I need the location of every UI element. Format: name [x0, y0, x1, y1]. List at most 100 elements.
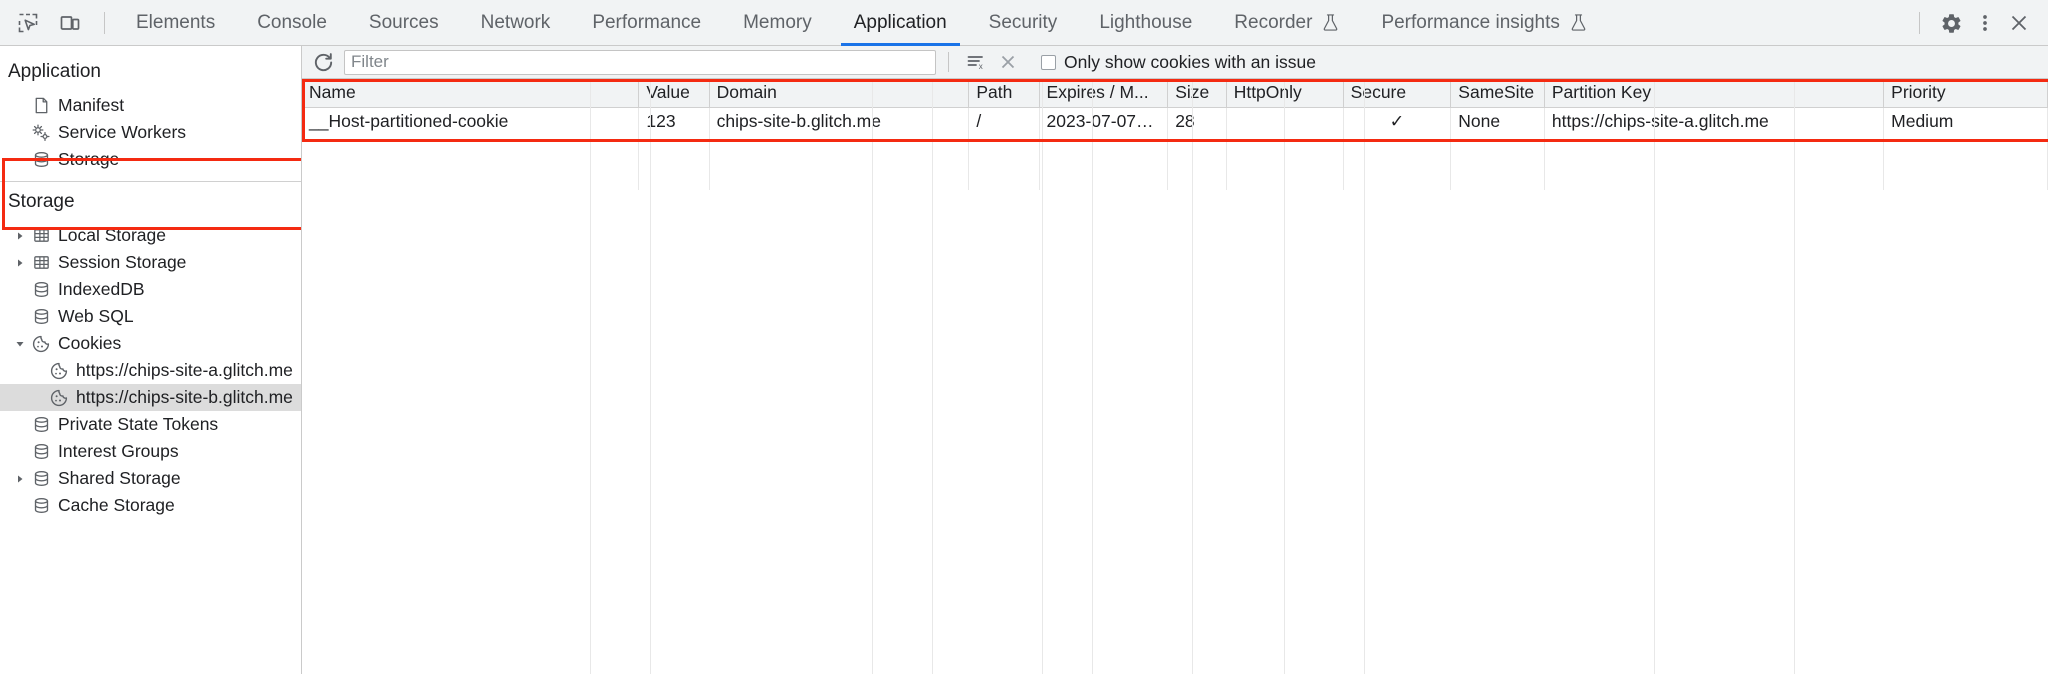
tree-item-shared-storage[interactable]: Shared Storage [0, 465, 301, 492]
chevron-right-icon[interactable] [12, 258, 28, 268]
cell-partition-key[interactable]: https://chips-site-a.glitch.me [1544, 107, 1885, 136]
cell-size[interactable]: 28 [1167, 107, 1227, 136]
filterbar-divider [948, 52, 949, 72]
column-header-partition-key[interactable]: Partition Key [1544, 79, 1885, 108]
filler-cell [1343, 136, 1452, 163]
gear-icon[interactable] [1934, 6, 1968, 40]
column-header-samesite[interactable]: SameSite [1450, 79, 1545, 108]
cell-secure[interactable]: ✓ [1343, 107, 1452, 136]
column-header-expires-m[interactable]: Expires / M... [1039, 79, 1169, 108]
filler-cell [302, 136, 640, 163]
refresh-icon[interactable] [308, 49, 338, 76]
tab-label: Recorder [1234, 11, 1313, 33]
tab-console[interactable]: Console [236, 0, 348, 46]
column-header-value[interactable]: Value [638, 79, 710, 108]
tab-label: Elements [136, 11, 216, 33]
table-filler-row [302, 163, 2048, 190]
cookies-panel: x Only show cookies with an issue [302, 46, 2048, 674]
cell-samesite[interactable]: None [1450, 107, 1545, 136]
tree-item-interest-groups[interactable]: Interest Groups [0, 438, 301, 465]
cell-httponly[interactable] [1226, 107, 1344, 136]
sidebar-section-storage: Storage [8, 191, 75, 212]
cell-domain[interactable]: chips-site-b.glitch.me [709, 107, 970, 136]
filler-cell [1883, 163, 2048, 190]
tab-label: Memory [743, 11, 812, 33]
filler-cell [1039, 136, 1169, 163]
filter-input[interactable] [344, 49, 936, 75]
tree-item-label: Interest Groups [58, 440, 179, 461]
tab-performance-insights[interactable]: Performance insights [1360, 0, 1607, 46]
column-header-size[interactable]: Size [1167, 79, 1227, 108]
cell-priority[interactable]: Medium [1883, 107, 2048, 136]
experiment-flask-icon [1568, 13, 1587, 32]
tree-item-label: Session Storage [58, 251, 187, 272]
tab-memory[interactable]: Memory [722, 0, 833, 46]
chevron-right-icon[interactable] [12, 231, 28, 241]
column-header-secure[interactable]: Secure [1343, 79, 1452, 108]
tab-label: Application [853, 11, 947, 33]
filler-cell [1226, 163, 1344, 190]
table-filler-row [302, 136, 2048, 163]
tab-label: Security [988, 11, 1058, 33]
filler-cell [1450, 163, 1545, 190]
tree-item-label: Manifest [58, 94, 125, 115]
column-header-httponly[interactable]: HttpOnly [1226, 79, 1344, 108]
cell-value[interactable]: 123 [638, 107, 710, 136]
device-toolbar-icon[interactable] [52, 6, 88, 40]
cookie-icon [46, 361, 72, 381]
tree-item-https-chips-site-a-glitch-me[interactable]: https://chips-site-a.glitch.me [0, 357, 301, 384]
tree-item-cookies[interactable]: Cookies [0, 330, 301, 357]
tab-application[interactable]: Application [833, 0, 968, 46]
tree-item-indexeddb[interactable]: IndexedDB [0, 276, 301, 303]
tree-item-manifest[interactable]: Manifest [0, 92, 301, 119]
checkbox-box[interactable] [1041, 54, 1056, 70]
tree-item-web-sql[interactable]: Web SQL [0, 303, 301, 330]
column-header-domain[interactable]: Domain [709, 79, 970, 108]
tree-item-label: Web SQL [58, 305, 134, 326]
column-header-path[interactable]: Path [968, 79, 1040, 108]
tab-lighthouse[interactable]: Lighthouse [1078, 0, 1213, 46]
filler-cell [968, 163, 1040, 190]
tab-network[interactable]: Network [460, 0, 572, 46]
only-show-issues-checkbox[interactable]: Only show cookies with an issue [1041, 52, 1316, 73]
clear-all-x-icon[interactable] [993, 49, 1023, 76]
tab-elements[interactable]: Elements [115, 0, 236, 46]
table-grid-icon [28, 253, 54, 272]
cell-path[interactable]: / [968, 107, 1040, 136]
inspect-cursor-icon[interactable] [10, 6, 46, 40]
tree-item-session-storage[interactable]: Session Storage [0, 249, 301, 276]
only-show-issues-label: Only show cookies with an issue [1064, 51, 1316, 72]
column-header-priority[interactable]: Priority [1883, 79, 2048, 108]
tree-item-service-workers[interactable]: Service Workers [0, 119, 301, 146]
tab-recorder[interactable]: Recorder [1213, 0, 1360, 46]
tab-security[interactable]: Security [968, 0, 1079, 46]
tree-item-local-storage[interactable]: Local Storage [0, 222, 301, 249]
tab-performance[interactable]: Performance [571, 0, 722, 46]
filler-cell [302, 163, 640, 190]
three-dots-vertical-icon[interactable] [1968, 6, 2002, 40]
clear-filtered-list-icon[interactable]: x [961, 49, 991, 76]
tree-item-cache-storage[interactable]: Cache Storage [0, 492, 301, 519]
close-x-icon[interactable] [2002, 6, 2036, 40]
chevron-right-icon[interactable] [12, 474, 28, 484]
tab-sources[interactable]: Sources [348, 0, 460, 46]
chevron-down-icon[interactable] [12, 339, 28, 349]
tree-item-label: Private State Tokens [58, 413, 219, 434]
cell-expires-m[interactable]: 2023-07-07… [1039, 107, 1169, 136]
cookies-filter-toolbar: x Only show cookies with an issue [302, 46, 2048, 79]
tree-item-storage[interactable]: Storage [0, 146, 301, 173]
tree-item-https-chips-site-b-glitch-me[interactable]: https://chips-site-b.glitch.me [0, 384, 301, 411]
tabbar-left-tools [0, 6, 115, 40]
database-icon [28, 442, 54, 461]
cell-name[interactable]: __Host-partitioned-cookie [302, 107, 640, 136]
application-tree: Manifest Service Workers Storage [0, 92, 301, 173]
filler-cell [968, 136, 1040, 163]
database-icon [28, 496, 54, 515]
filler-cell [1167, 136, 1227, 163]
filler-cell [638, 136, 710, 163]
tree-item-private-state-tokens[interactable]: Private State Tokens [0, 411, 301, 438]
database-icon [28, 469, 54, 488]
column-header-name[interactable]: Name [302, 79, 640, 108]
